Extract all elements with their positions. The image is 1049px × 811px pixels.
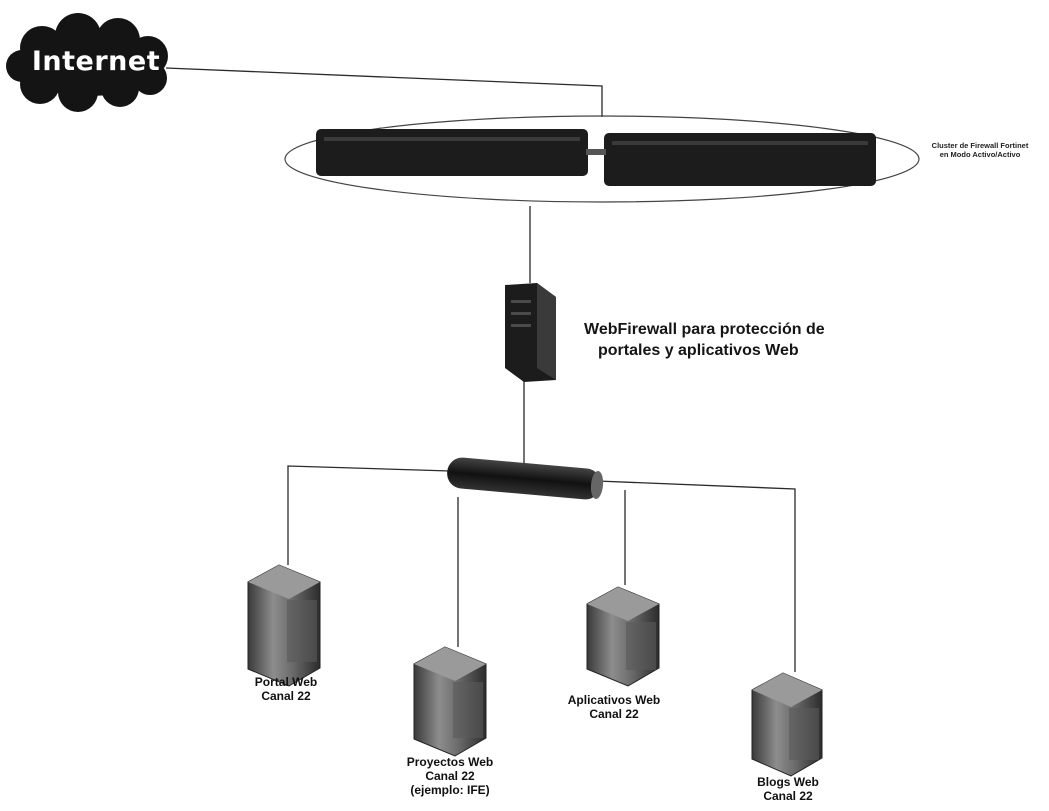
- server-aplicativos-web: [586, 586, 660, 687]
- server-label-aplicativos-web: Aplicativos Web Canal 22: [554, 693, 674, 722]
- network-switch: [447, 457, 604, 500]
- server-label-line1: Aplicativos Web: [567, 693, 661, 707]
- internet-cloud: [6, 13, 168, 112]
- internet-label: Internet: [31, 46, 161, 77]
- webfirewall-device: [505, 283, 556, 382]
- firewall-unit-right: [604, 133, 876, 186]
- server-label-line2: Canal 22: [763, 788, 813, 803]
- server-label-line2: Canal 22: [261, 688, 311, 703]
- server-label-line1: Blogs Web: [757, 775, 819, 789]
- cluster-label-line1: Cluster de Firewall Fortinet: [931, 141, 1029, 150]
- firewall-cluster: [284, 115, 920, 203]
- cluster-ellipse: [284, 115, 920, 203]
- server-label-portal-web: Portal Web Canal 22: [226, 675, 346, 704]
- server-label-line1: Portal Web: [254, 675, 318, 689]
- webfirewall-label-line2: portales y aplicativos Web: [598, 341, 799, 359]
- switch-to-left-line: [287, 465, 451, 565]
- server-label-line2: Canal 22: [589, 706, 639, 721]
- internet-to-cluster-line: [165, 67, 603, 117]
- switch-to-right-line: [596, 480, 796, 672]
- cluster-label-line2: en Modo Activo/Activo: [939, 150, 1021, 160]
- server-label-blogs-web: Blogs Web Canal 22: [728, 775, 848, 804]
- webfirewall-label-line1: WebFirewall para protección de: [584, 321, 825, 338]
- cluster-label: Cluster de Firewall Fortinet en Modo Act…: [920, 141, 1040, 160]
- connection-lines: [165, 67, 796, 672]
- server-label-line1: Proyectos Web: [406, 755, 494, 769]
- server-portal-web: [247, 564, 321, 687]
- server-blogs-web: [751, 672, 823, 777]
- server-label-line2: Canal 22: [425, 768, 475, 783]
- server-label-line3: (ejemplo: IFE): [410, 782, 490, 797]
- firewall-unit-left: [316, 129, 588, 176]
- webfirewall-label: WebFirewall para protección de portales …: [584, 320, 834, 362]
- server-proyectos-web: [413, 646, 487, 757]
- server-label-proyectos-web: Proyectos Web Canal 22 (ejemplo: IFE): [390, 755, 510, 797]
